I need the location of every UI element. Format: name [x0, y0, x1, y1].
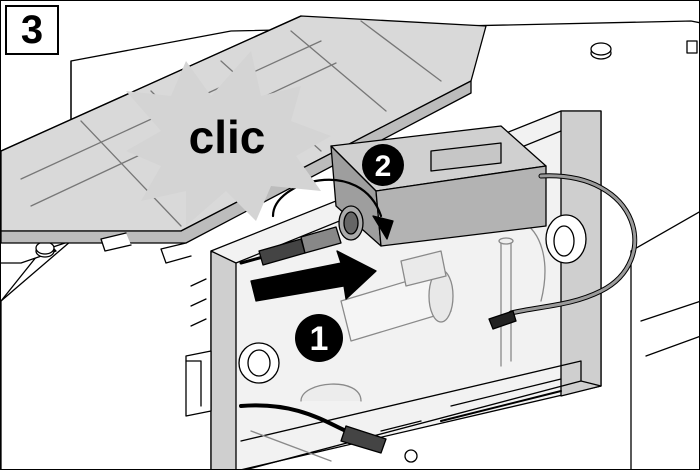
plug-connector [239, 205, 364, 266]
click-burst: clic [126, 51, 331, 226]
marker-1-label: 1 [310, 320, 329, 358]
step-number: 3 [20, 8, 44, 52]
lower-cable [239, 403, 418, 463]
marker-1: 1 [295, 314, 343, 362]
marker-2-label: 2 [375, 150, 392, 183]
internal-fittings [250, 220, 546, 462]
burst-label: clic [189, 111, 266, 163]
step-number-box: 3 [5, 5, 59, 55]
electrical-module [330, 125, 547, 247]
marker-2: 2 [362, 144, 404, 186]
rotation-arrow [271, 178, 394, 240]
push-arrow [250, 250, 377, 302]
cable [488, 173, 638, 330]
